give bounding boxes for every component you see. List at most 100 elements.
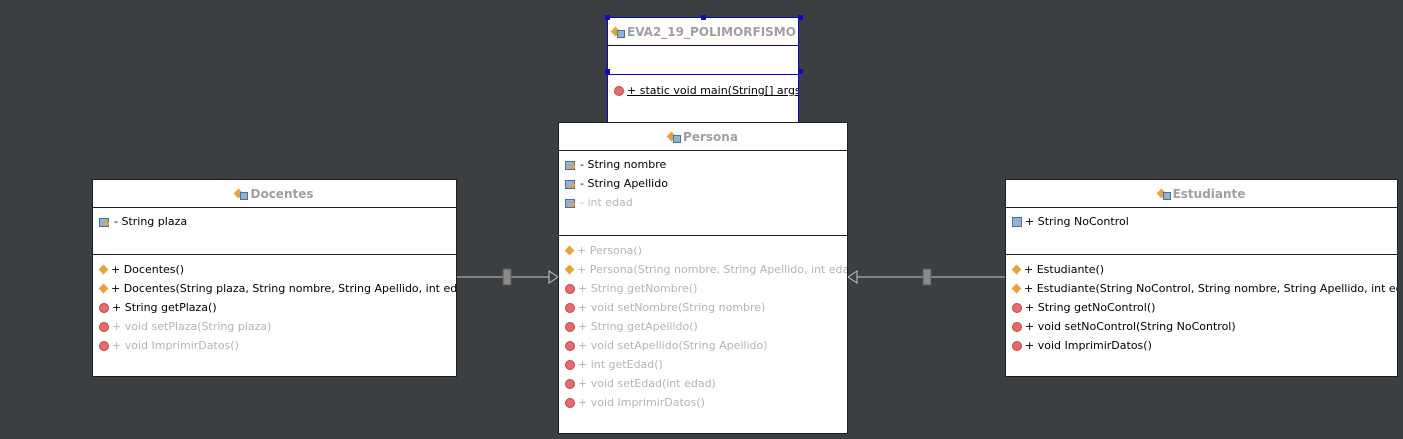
attributes-section: - String plaza: [93, 208, 456, 255]
edge-handle: [922, 268, 932, 286]
method-label: + void setNombre(String nombre): [578, 301, 766, 314]
method-label: + Persona(String nombre, String Apellido…: [577, 263, 848, 276]
method-icon: [565, 378, 575, 389]
edge-handle: [502, 268, 512, 286]
method-icon: [1012, 321, 1022, 332]
method-icon: [565, 321, 575, 332]
method-row[interactable]: + Estudiante(): [1006, 260, 1397, 279]
method-label: + String getNombre(): [578, 282, 698, 295]
method-row[interactable]: + Persona(String nombre, String Apellido…: [559, 260, 847, 279]
attribute-row[interactable]: - String nombre: [559, 155, 847, 174]
method-icon: [565, 340, 575, 351]
methods-section: + Persona() + Persona(String nombre, Str…: [559, 236, 847, 412]
class-name: EVA2_19_POLIMORFISMO: [627, 24, 796, 39]
attribute-row[interactable]: + String NoControl: [1006, 212, 1397, 231]
attribute-label: - String Apellido: [580, 177, 668, 190]
class-header: Docentes: [93, 180, 456, 208]
estudiante-to-persona-edge[interactable]: [847, 268, 1005, 286]
method-icon: [1012, 302, 1022, 313]
attribute-label: - int edad: [580, 196, 633, 209]
methods-section: + Docentes() + Docentes(String plaza, St…: [93, 255, 456, 355]
selection-handle[interactable]: [798, 69, 803, 74]
method-label: + Docentes(): [111, 263, 185, 276]
selection-handle[interactable]: [798, 15, 803, 20]
attributes-section: + String NoControl: [1006, 208, 1397, 255]
method-label: + void ImprimirDatos(): [1025, 339, 1152, 352]
class-icon: [235, 188, 249, 200]
class-eva2-19-polimorfismo[interactable]: EVA2_19_POLIMORFISMO + static void main(…: [607, 17, 799, 123]
attribute-row[interactable]: - String Apellido: [559, 174, 847, 193]
attribute-label: - String nombre: [580, 158, 667, 171]
attributes-section: - String nombre - String Apellido - int …: [559, 151, 847, 236]
generalization-arrowhead: [548, 270, 559, 284]
method-icon: [565, 283, 575, 294]
attributes-section: [608, 46, 798, 75]
method-row[interactable]: + void setNoControl(String NoControl): [1006, 317, 1397, 336]
method-row[interactable]: + void setApellido(String Apellido): [559, 336, 847, 355]
private-field-icon: [565, 179, 577, 189]
constructor-icon: [1011, 264, 1022, 275]
method-row[interactable]: + void setEdad(int edad): [559, 374, 847, 393]
class-icon: [668, 131, 682, 143]
generalization-arrowhead: [847, 270, 858, 284]
method-row[interactable]: + static void main(String[] args: [608, 81, 798, 100]
private-field-icon: [565, 160, 577, 170]
constructor-icon: [564, 245, 575, 256]
class-header: Persona: [559, 123, 847, 151]
method-label: + Persona(): [577, 244, 643, 257]
method-row[interactable]: + Estudiante(String NoControl, String no…: [1006, 279, 1397, 298]
selection-handle[interactable]: [605, 69, 610, 74]
method-row[interactable]: + Docentes(): [93, 260, 456, 279]
methods-section: + Estudiante() + Estudiante(String NoCon…: [1006, 255, 1397, 355]
attribute-label: - String plaza: [114, 215, 188, 228]
method-icon: [99, 302, 109, 313]
method-label: + int getEdad(): [578, 358, 663, 371]
method-row[interactable]: + void ImprimirDatos(): [1006, 336, 1397, 355]
class-estudiante[interactable]: Estudiante + String NoControl + Estudian…: [1005, 179, 1398, 377]
methods-section: + static void main(String[] args: [608, 75, 798, 100]
class-icon: [1158, 188, 1171, 200]
docentes-to-persona-edge[interactable]: [456, 268, 559, 286]
method-label: + static void main(String[] args: [627, 84, 799, 97]
method-row[interactable]: + Docentes(String plaza, String nombre, …: [93, 279, 456, 298]
method-label: + Docentes(String plaza, String nombre, …: [111, 282, 457, 295]
method-icon: [1012, 340, 1022, 351]
selection-handle[interactable]: [605, 15, 610, 20]
method-label: + void setApellido(String Apellido): [578, 339, 768, 352]
class-name: Estudiante: [1172, 186, 1246, 201]
class-docentes[interactable]: Docentes - String plaza + Docentes() + D…: [92, 179, 457, 377]
method-row[interactable]: + void setPlaza(String plaza): [93, 317, 456, 336]
attribute-row[interactable]: - String plaza: [93, 212, 456, 231]
method-row[interactable]: + void ImprimirDatos(): [93, 336, 456, 355]
method-row[interactable]: + void ImprimirDatos(): [559, 393, 847, 412]
class-icon: [612, 26, 625, 38]
method-label: + Estudiante(String NoControl, String no…: [1024, 282, 1398, 295]
method-label: + String getNoControl(): [1025, 301, 1156, 314]
private-field-icon: [99, 217, 111, 227]
method-row[interactable]: + int getEdad(): [559, 355, 847, 374]
method-label: + String getPlaza(): [112, 301, 217, 314]
method-icon: [99, 321, 109, 332]
method-row[interactable]: + String getNombre(): [559, 279, 847, 298]
class-header: EVA2_19_POLIMORFISMO: [608, 18, 798, 46]
class-name: Persona: [683, 129, 738, 144]
constructor-icon: [98, 264, 109, 275]
selection-handle[interactable]: [701, 15, 706, 20]
class-persona[interactable]: Persona - String nombre - String Apellid…: [558, 122, 848, 434]
method-row[interactable]: + String getApellido(): [559, 317, 847, 336]
constructor-icon: [564, 264, 575, 275]
class-name: Docentes: [250, 186, 314, 201]
attribute-row[interactable]: - int edad: [559, 193, 847, 212]
method-icon: [565, 302, 575, 313]
public-field-icon: [1012, 216, 1022, 227]
class-header: Estudiante: [1006, 180, 1397, 208]
method-row[interactable]: + String getPlaza(): [93, 298, 456, 317]
method-label: + void ImprimirDatos(): [578, 396, 705, 409]
method-icon: [614, 85, 624, 96]
method-row[interactable]: + Persona(): [559, 241, 847, 260]
method-row[interactable]: + String getNoControl(): [1006, 298, 1397, 317]
method-icon: [565, 359, 575, 370]
method-label: + String getApellido(): [578, 320, 698, 333]
method-row[interactable]: + void setNombre(String nombre): [559, 298, 847, 317]
